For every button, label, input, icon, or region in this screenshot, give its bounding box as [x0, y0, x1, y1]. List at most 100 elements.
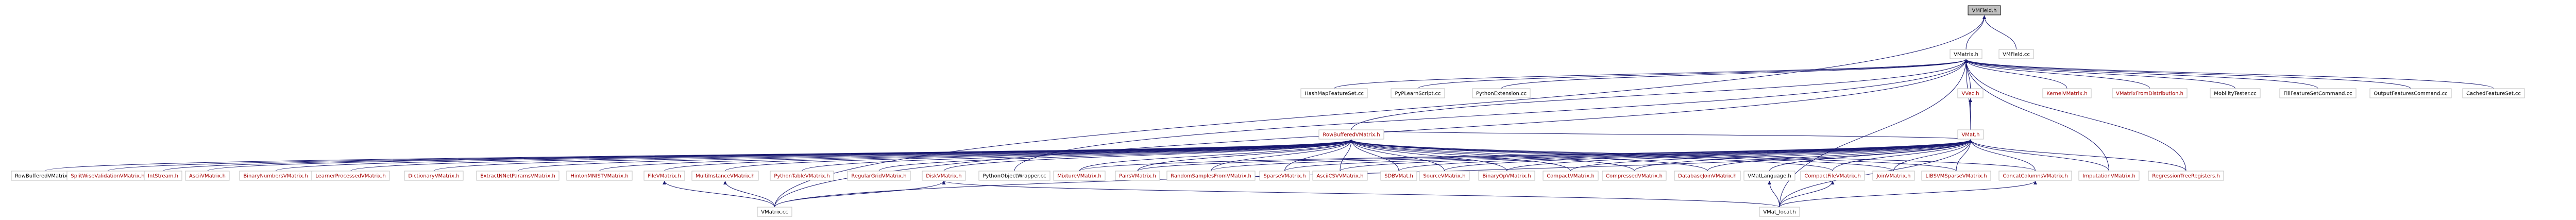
node-kernelvmatrix[interactable]: KernelVMatrix.h: [2042, 88, 2092, 98]
node-label: RegularGridVMatrix.h: [851, 174, 906, 179]
node-vmat-h[interactable]: VMat.h: [1957, 129, 1984, 140]
node-label: SourceVMatrix.h: [1423, 174, 1465, 179]
node-dictionaryvmatrix[interactable]: DictionaryVMatrix.h: [404, 171, 464, 181]
node-libsvmsparse[interactable]: LIBSVMSparseVMatrix.h: [1921, 171, 1991, 181]
node-pythonextension[interactable]: PythonExtension.cc: [1472, 88, 1531, 98]
node-sourcevmatrix[interactable]: SourceVMatrix.h: [1419, 171, 1470, 181]
edge-outputfeaturescommand-to-vmmatrix_h: [1964, 59, 2411, 89]
node-label: RandomSamplesFromVMatrix.h: [1171, 174, 1251, 179]
node-label: JoinVMatrix.h: [1876, 174, 1910, 179]
node-label: VMatrixFromDistribution.h: [2116, 91, 2183, 97]
edge-kernelvmatrix-to-vmmatrix_h: [1964, 59, 2067, 89]
node-label: VVec.h: [1961, 91, 1979, 97]
node-diskvmatrix[interactable]: DiskVMatrix.h: [922, 171, 966, 181]
node-mixturevmatrix[interactable]: MixtureVMatrix.h: [1053, 171, 1106, 181]
node-vmfield-cc[interactable]: VMField.cc: [1998, 49, 2034, 59]
node-regulargrid[interactable]: RegularGridVMatrix.h: [847, 171, 911, 181]
node-label: VMField.h: [1972, 8, 1996, 14]
edge-pairsvmatrix-to-rowbuffered_h: [1137, 139, 1353, 172]
node-cachedfeatureset[interactable]: CachedFeatureSet.cc: [2462, 88, 2525, 98]
edge-compactfile-to-vmat_h: [1832, 139, 1973, 172]
node-label: CompactFileVMatrix.h: [1804, 174, 1860, 179]
node-hintonmnist[interactable]: HintonMNISTVMatrix.h: [566, 171, 633, 181]
edge-vmatrix_cc-to-vmat_h: [774, 139, 1973, 208]
node-multiinstance[interactable]: MultiInstanceVMatrix.h: [691, 171, 759, 181]
node-pythontable[interactable]: PythonTableVMatrix.h: [770, 171, 834, 181]
edge-vmatrix_cc-to-multiinstance: [723, 180, 775, 208]
node-rowbufferedvmatrix-cc[interactable]: RowBufferedVMatrix.cc: [11, 171, 79, 181]
node-box: [1318, 129, 1384, 140]
node-label: ImputationVMatrix.h: [2082, 174, 2135, 179]
node-pythonobjectwrapper[interactable]: PythonObjectWrapper.cc: [978, 171, 1050, 181]
node-binarynumbersvmatrix[interactable]: BinaryNumbersVMatrix.h: [239, 171, 312, 181]
node-label: CompressedVMatrix.h: [1606, 174, 1663, 179]
node-compressedvmatrix[interactable]: CompressedVMatrix.h: [1602, 171, 1667, 181]
node-box: [1166, 171, 1256, 181]
node-label: OutputFeaturesCommand.cc: [2374, 91, 2447, 97]
edge-compressedvmatrix-to-vmat_h: [1634, 139, 1973, 172]
node-asciicsv[interactable]: AsciiCSVVMatrix.h: [1312, 171, 1368, 181]
node-vvec-h[interactable]: VVec.h: [1957, 88, 1984, 98]
node-box: [978, 171, 1050, 181]
edge-vmat_local_h-to-diskvmatrix: [942, 180, 1780, 208]
node-joinvmatrix[interactable]: JoinVMatrix.h: [1872, 171, 1915, 181]
node-label: BinaryOpVMatrix.h: [1482, 174, 1531, 179]
node-box: [1391, 88, 1445, 98]
node-label: PythonObjectWrapper.cc: [982, 174, 1046, 179]
edge-randomsamples-to-rowbuffered_h: [1211, 139, 1353, 172]
node-vmatlanguage[interactable]: VMatLanguage.h: [1743, 171, 1795, 181]
node-compactfile[interactable]: CompactFileVMatrix.h: [1800, 171, 1865, 181]
node-outputfeaturescommand[interactable]: OutputFeaturesCommand.cc: [2369, 88, 2452, 98]
node-box: [566, 171, 633, 181]
node-label: KernelVMatrix.h: [2046, 91, 2087, 97]
edge-compactvmatrix-to-rowbuffered_h: [1349, 139, 1571, 172]
node-box: [643, 171, 685, 181]
node-splitwisevalidation[interactable]: SplitWiseValidationVMatrix.h: [66, 171, 149, 181]
node-label: BinaryNumbersVMatrix.h: [243, 174, 308, 179]
node-vmmatrix-h[interactable]: VMatrix.h: [1950, 49, 1982, 59]
edge-asciivmatrix-to-rowbuffered_h: [207, 139, 1353, 172]
edge-compressedvmatrix-to-rowbuffered_h: [1349, 139, 1635, 172]
node-learnerprocessed[interactable]: LearnerProcessedVMatrix.h: [311, 171, 390, 181]
node-box: [922, 171, 966, 181]
node-box: [2462, 88, 2525, 98]
node-filevmatrix[interactable]: FileVMatrix.h: [643, 171, 685, 181]
edge-sourcevmatrix-to-vmat_h: [1444, 139, 1973, 172]
edge-asciicsv-to-rowbuffered_h: [1340, 139, 1353, 172]
node-sdbvmat[interactable]: SDBVMat.h: [1380, 171, 1417, 181]
node-label: LIBSVMSparseVMatrix.h: [1925, 174, 1987, 179]
node-vmatrixfromdistribution[interactable]: VMatrixFromDistribution.h: [2112, 88, 2188, 98]
node-imputationvmatrix[interactable]: ImputationVMatrix.h: [2078, 171, 2140, 181]
node-mobilitytester[interactable]: MobilityTester.cc: [2210, 88, 2261, 98]
node-asciivmatrix[interactable]: AsciiVMatrix.h: [185, 171, 230, 181]
node-label: IntStream.h: [148, 174, 178, 179]
node-box: [311, 171, 390, 181]
edge-learnerprocessed-to-rowbuffered_h: [350, 139, 1353, 172]
node-box: [144, 171, 182, 181]
node-imgstream[interactable]: IntStream.h: [144, 171, 182, 181]
edge-libsvmsparse-to-rowbuffered_h: [1349, 139, 1957, 172]
node-label: VMatrix.cc: [761, 210, 788, 215]
dependency-edges: [44, 15, 2494, 208]
node-extractnnetparams[interactable]: ExtractNNetParamsVMatrix.h: [476, 171, 560, 181]
node-box: [2078, 171, 2140, 181]
edge-pythontable-to-rowbuffered_h: [802, 139, 1353, 172]
node-pairsvmatrix[interactable]: PairsVMatrix.h: [1115, 171, 1160, 181]
node-fillfeaturesetcommand[interactable]: FillFeatureSetCommand.cc: [2279, 88, 2357, 98]
node-pyplearnscript[interactable]: PyPLearnScript.cc: [1391, 88, 1445, 98]
node-randomsamples[interactable]: RandomSamplesFromVMatrix.h: [1166, 171, 1256, 181]
node-hashmapfeatureset[interactable]: HashMapFeatureSet.cc: [1300, 88, 1368, 98]
node-concatcolumns[interactable]: ConcatColumnsVMatrix.h: [1998, 171, 2072, 181]
node-box: [1743, 171, 1795, 181]
node-databasejoin[interactable]: DatabaseJoinVMatrix.h: [1674, 171, 1741, 181]
edge-sdbvmat-to-rowbuffered_h: [1349, 139, 1399, 172]
node-rowbuffered-h[interactable]: RowBufferedVMatrix.h: [1318, 129, 1384, 140]
node-sparsevmatrix[interactable]: SparseVMatrix.h: [1259, 171, 1310, 181]
node-label: HashMapFeatureSet.cc: [1304, 91, 1364, 97]
node-box: [1472, 88, 1531, 98]
node-regressiontree[interactable]: RegressionTreeRegisters.h: [2148, 171, 2224, 181]
node-vmatrix-cc[interactable]: VMatrix.cc: [757, 207, 792, 217]
node-vmat-local-h[interactable]: VMat_local.h: [1759, 207, 1800, 217]
node-binaryopvmatrix[interactable]: BinaryOpVMatrix.h: [1478, 171, 1535, 181]
node-compactvmatrix[interactable]: CompactVMatrix.h: [1543, 171, 1599, 181]
